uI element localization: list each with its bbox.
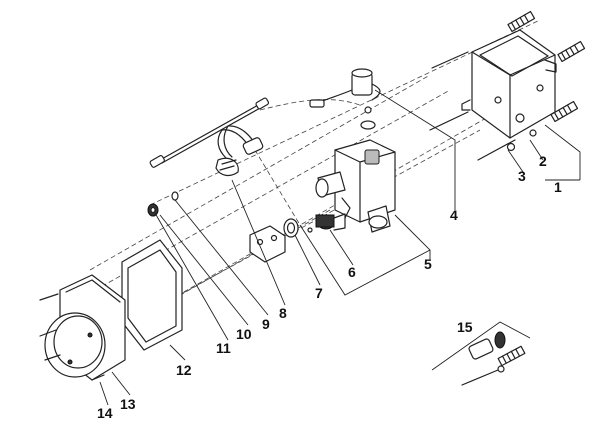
sensor-cable (149, 97, 270, 168)
callout-12: 12 (176, 362, 192, 378)
callout-1: 1 (554, 179, 562, 195)
box-screws (429, 51, 537, 161)
callout-8: 8 (279, 305, 287, 321)
cover-screws (39, 293, 105, 381)
callout-11: 11 (216, 340, 231, 356)
callout-3: 3 (518, 168, 526, 184)
washers (147, 191, 179, 217)
adapter-bracket (249, 225, 286, 263)
valve-body (315, 139, 396, 233)
callout-2: 2 (539, 153, 547, 169)
callout-9: 9 (262, 316, 270, 332)
leader-lines (99, 89, 581, 406)
callout-5: 5 (424, 256, 432, 272)
callout-6: 6 (348, 264, 356, 280)
cover-plate (44, 274, 126, 381)
solenoid-sensor (309, 68, 381, 130)
callout-7: 7 (315, 285, 323, 301)
callout-10: 10 (236, 326, 252, 342)
mounting-box (461, 29, 557, 139)
callout-4: 4 (450, 207, 458, 223)
wall-anchors (507, 10, 586, 123)
callout-labels: 1 2 3 4 5 6 7 8 9 10 11 12 13 14 15 (97, 153, 562, 421)
callout-13: 13 (120, 396, 136, 412)
cartridge (307, 213, 346, 233)
service-kit (461, 331, 526, 386)
small-seal (283, 218, 299, 238)
flexible-hose (215, 125, 264, 177)
gasket (121, 239, 183, 351)
callout-14: 14 (97, 405, 113, 421)
callout-15: 15 (457, 319, 473, 335)
